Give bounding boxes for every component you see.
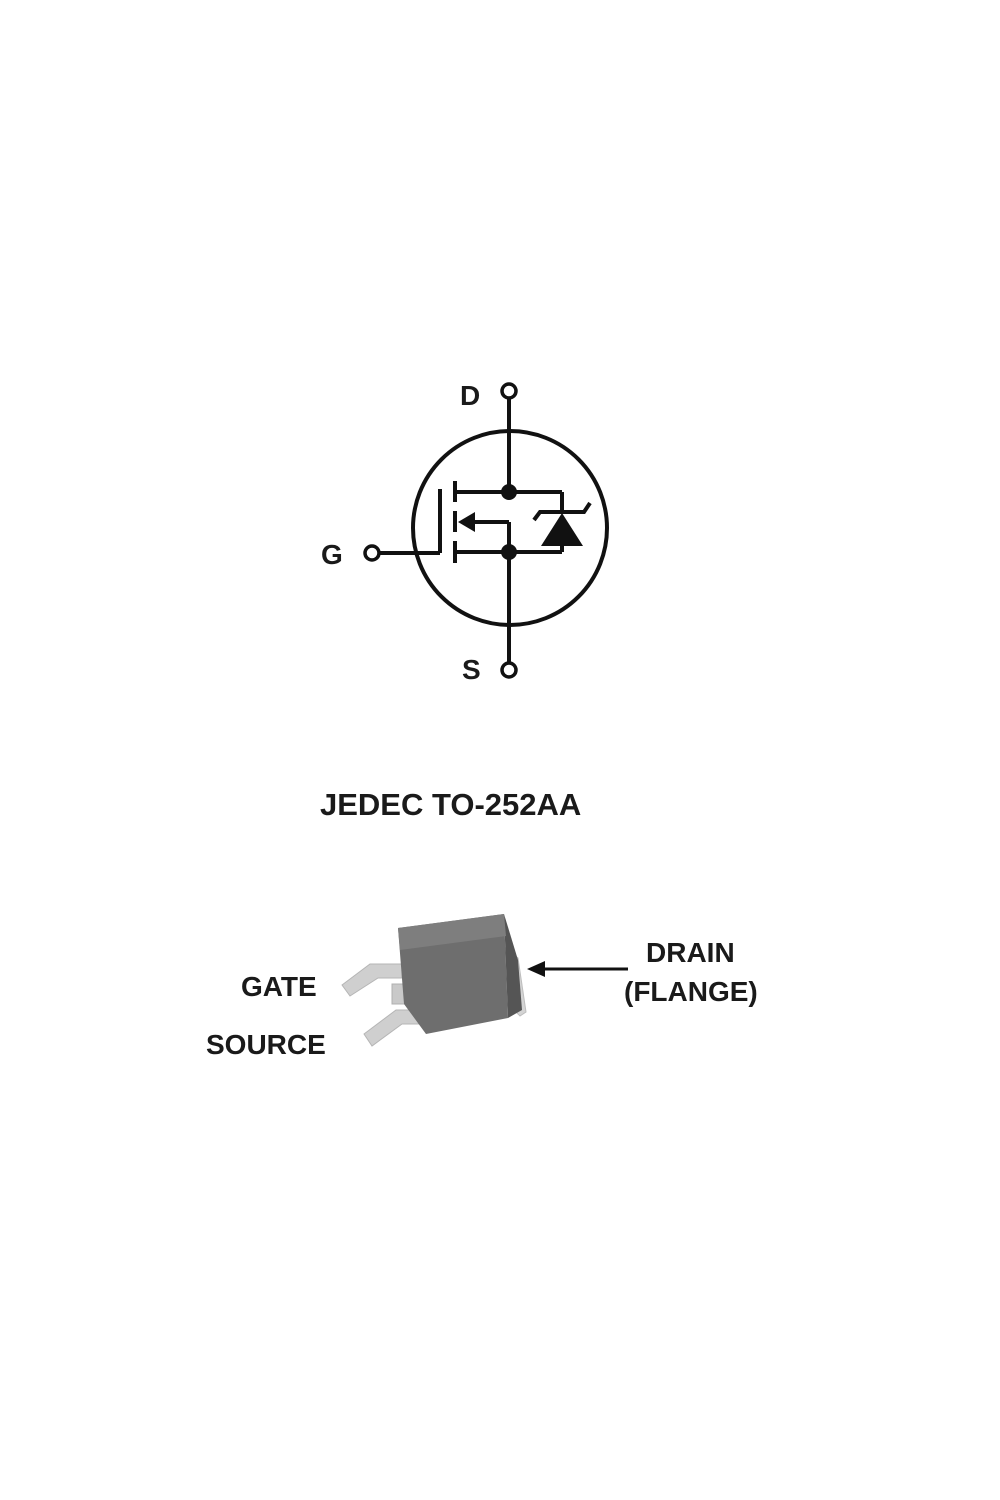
diode-cathode-bar bbox=[532, 501, 592, 522]
package-body-side bbox=[504, 914, 522, 1018]
source-junction-dot bbox=[501, 544, 517, 560]
source-pin-label: SOURCE bbox=[206, 1029, 326, 1060]
drain-letter: D bbox=[460, 380, 480, 411]
drain-label-line2: (FLANGE) bbox=[624, 976, 758, 1007]
gate-pin-label: GATE bbox=[241, 971, 317, 1002]
drain-pointer bbox=[527, 961, 628, 977]
drain-junction-dot bbox=[501, 484, 517, 500]
diode-triangle-icon bbox=[541, 513, 583, 546]
drain-label-line1: DRAIN bbox=[646, 937, 735, 968]
drain-terminal bbox=[500, 382, 518, 400]
gate-letter: G bbox=[321, 539, 343, 570]
package-body-top bbox=[398, 914, 506, 950]
mosfet-symbol-fills bbox=[458, 484, 583, 560]
drain-arrow-head-icon bbox=[527, 961, 545, 977]
to252-package bbox=[341, 914, 527, 1047]
channel-arrow-icon bbox=[458, 512, 475, 532]
terminals bbox=[363, 382, 518, 679]
source-letter: S bbox=[462, 654, 481, 685]
package-title: JEDEC TO-252AA bbox=[320, 787, 581, 822]
source-terminal bbox=[500, 661, 518, 679]
gate-terminal bbox=[363, 544, 381, 562]
